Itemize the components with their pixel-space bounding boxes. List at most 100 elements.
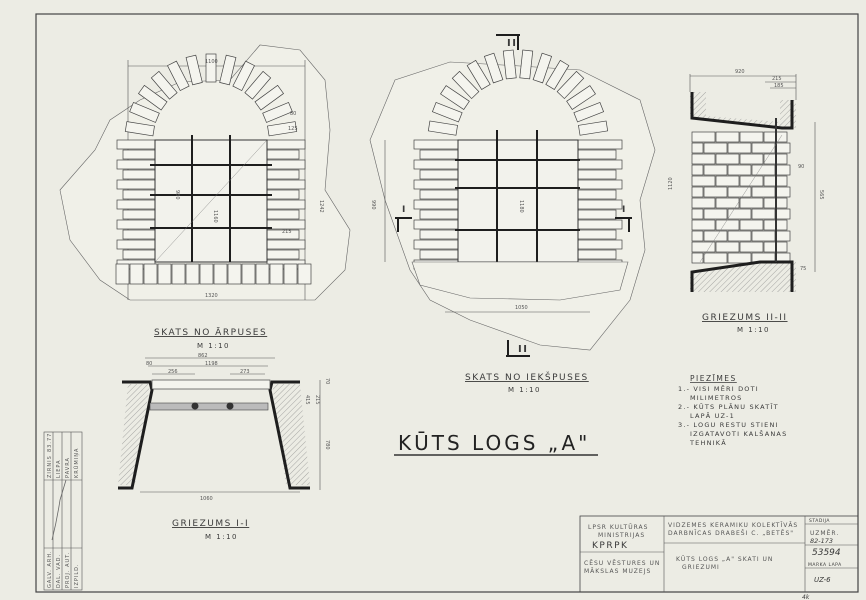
brick (715, 219, 740, 231)
brick (739, 241, 764, 253)
section-mark-left: I (402, 205, 407, 215)
org1-abbr: KPRPK (592, 541, 628, 551)
brick (205, 53, 217, 83)
brick (419, 229, 459, 240)
brick (577, 209, 617, 220)
brick (122, 249, 156, 260)
role: PROJ. AUT. (65, 552, 71, 588)
window-opening-inside (457, 139, 579, 263)
outside-view-scale: M 1:10 (197, 342, 230, 350)
brick (577, 249, 617, 260)
brick-jambs-outside (115, 139, 312, 285)
brick (715, 131, 740, 143)
brick (143, 263, 158, 285)
note-line: MILIMETROS (690, 394, 743, 402)
brick (739, 197, 764, 209)
dim-section1-415: 415 (304, 395, 310, 405)
brick (691, 175, 716, 187)
brick (419, 169, 459, 180)
brick (751, 186, 776, 198)
dim-outside-bottom: 1320 (205, 293, 218, 299)
brick (413, 239, 459, 250)
inside-view-scale: M 1:10 (508, 386, 541, 394)
brick (715, 153, 740, 165)
dim-section2-215: 215 (772, 76, 782, 82)
brick (241, 263, 256, 285)
brick (440, 85, 470, 111)
brick (244, 70, 272, 100)
org1-line: MINISTRIJAS (598, 532, 645, 539)
brick (116, 199, 156, 210)
brick (137, 84, 168, 111)
brick (266, 239, 306, 250)
brick-arch-inside (427, 49, 609, 136)
brick (227, 263, 242, 285)
brick (269, 263, 284, 285)
inside-view: II 1050 990 1180 I I II SKATS NO IEKŠPUS… (369, 34, 656, 394)
brick (419, 209, 459, 220)
note-line: 3.- LOGU RESTU STIENI (678, 421, 779, 429)
brick (266, 169, 300, 180)
note-line: 1.- VISI MĒRI DOTI (678, 384, 759, 393)
section2-title: GRIEZUMS II-II (702, 313, 788, 323)
main-title: KŪTS LOGS „A" (398, 431, 590, 455)
brick (691, 186, 704, 198)
brick (691, 142, 704, 154)
brick (727, 164, 752, 176)
brick (775, 230, 791, 242)
brick (691, 197, 716, 209)
brick (266, 159, 306, 170)
brick (775, 142, 791, 154)
brick (283, 263, 298, 285)
brick (577, 149, 617, 160)
dim-inside-opening: 1180 (518, 200, 524, 213)
section1-scale: M 1:10 (205, 533, 238, 541)
brick (157, 263, 172, 285)
dim-section2-75: 75 (800, 266, 806, 272)
notes: PIEZĪMES 1.- VISI MĒRI DOTI MILIMETROS 2… (678, 374, 786, 447)
role: GALV. ARH. (47, 550, 53, 588)
brick (739, 175, 764, 187)
dim-section1-862: 862 (198, 353, 208, 359)
brick (213, 263, 228, 285)
brick (185, 263, 200, 285)
name: LIEPA (56, 459, 62, 478)
brick (727, 186, 752, 198)
signature (51, 479, 67, 541)
name: ZIRNIS (47, 455, 53, 478)
brick (578, 120, 609, 136)
section1-bar (149, 402, 269, 411)
name: PAVRA (65, 457, 71, 478)
number2: 53594 (812, 548, 841, 558)
brick (577, 169, 617, 180)
note-line: LAPĀ UZ-1 (690, 411, 735, 420)
brick (266, 139, 306, 150)
brick (266, 209, 300, 220)
brick-arch-outside (124, 53, 298, 137)
brick (413, 219, 459, 230)
brick (727, 142, 752, 154)
dim-inside-width: 1050 (515, 305, 528, 311)
brick (577, 179, 623, 190)
brick (775, 164, 791, 176)
brick (122, 209, 156, 220)
brick (519, 49, 534, 80)
role: IZPILD. (74, 563, 80, 588)
brick (727, 230, 752, 242)
brick (691, 208, 704, 220)
brick (232, 60, 255, 92)
brick (116, 239, 156, 250)
brick (577, 139, 623, 150)
brick (413, 179, 459, 190)
sheet-border (35, 13, 859, 593)
brick (150, 70, 178, 100)
brick (573, 101, 605, 123)
section-mark-top: II (507, 38, 517, 49)
brick (129, 102, 160, 123)
brick (419, 149, 459, 160)
brick (167, 60, 190, 92)
brick (739, 131, 764, 143)
lapa-value: UZ-6 (814, 576, 831, 584)
brick (116, 219, 156, 230)
dim-section1-1060: 1060 (200, 496, 213, 502)
